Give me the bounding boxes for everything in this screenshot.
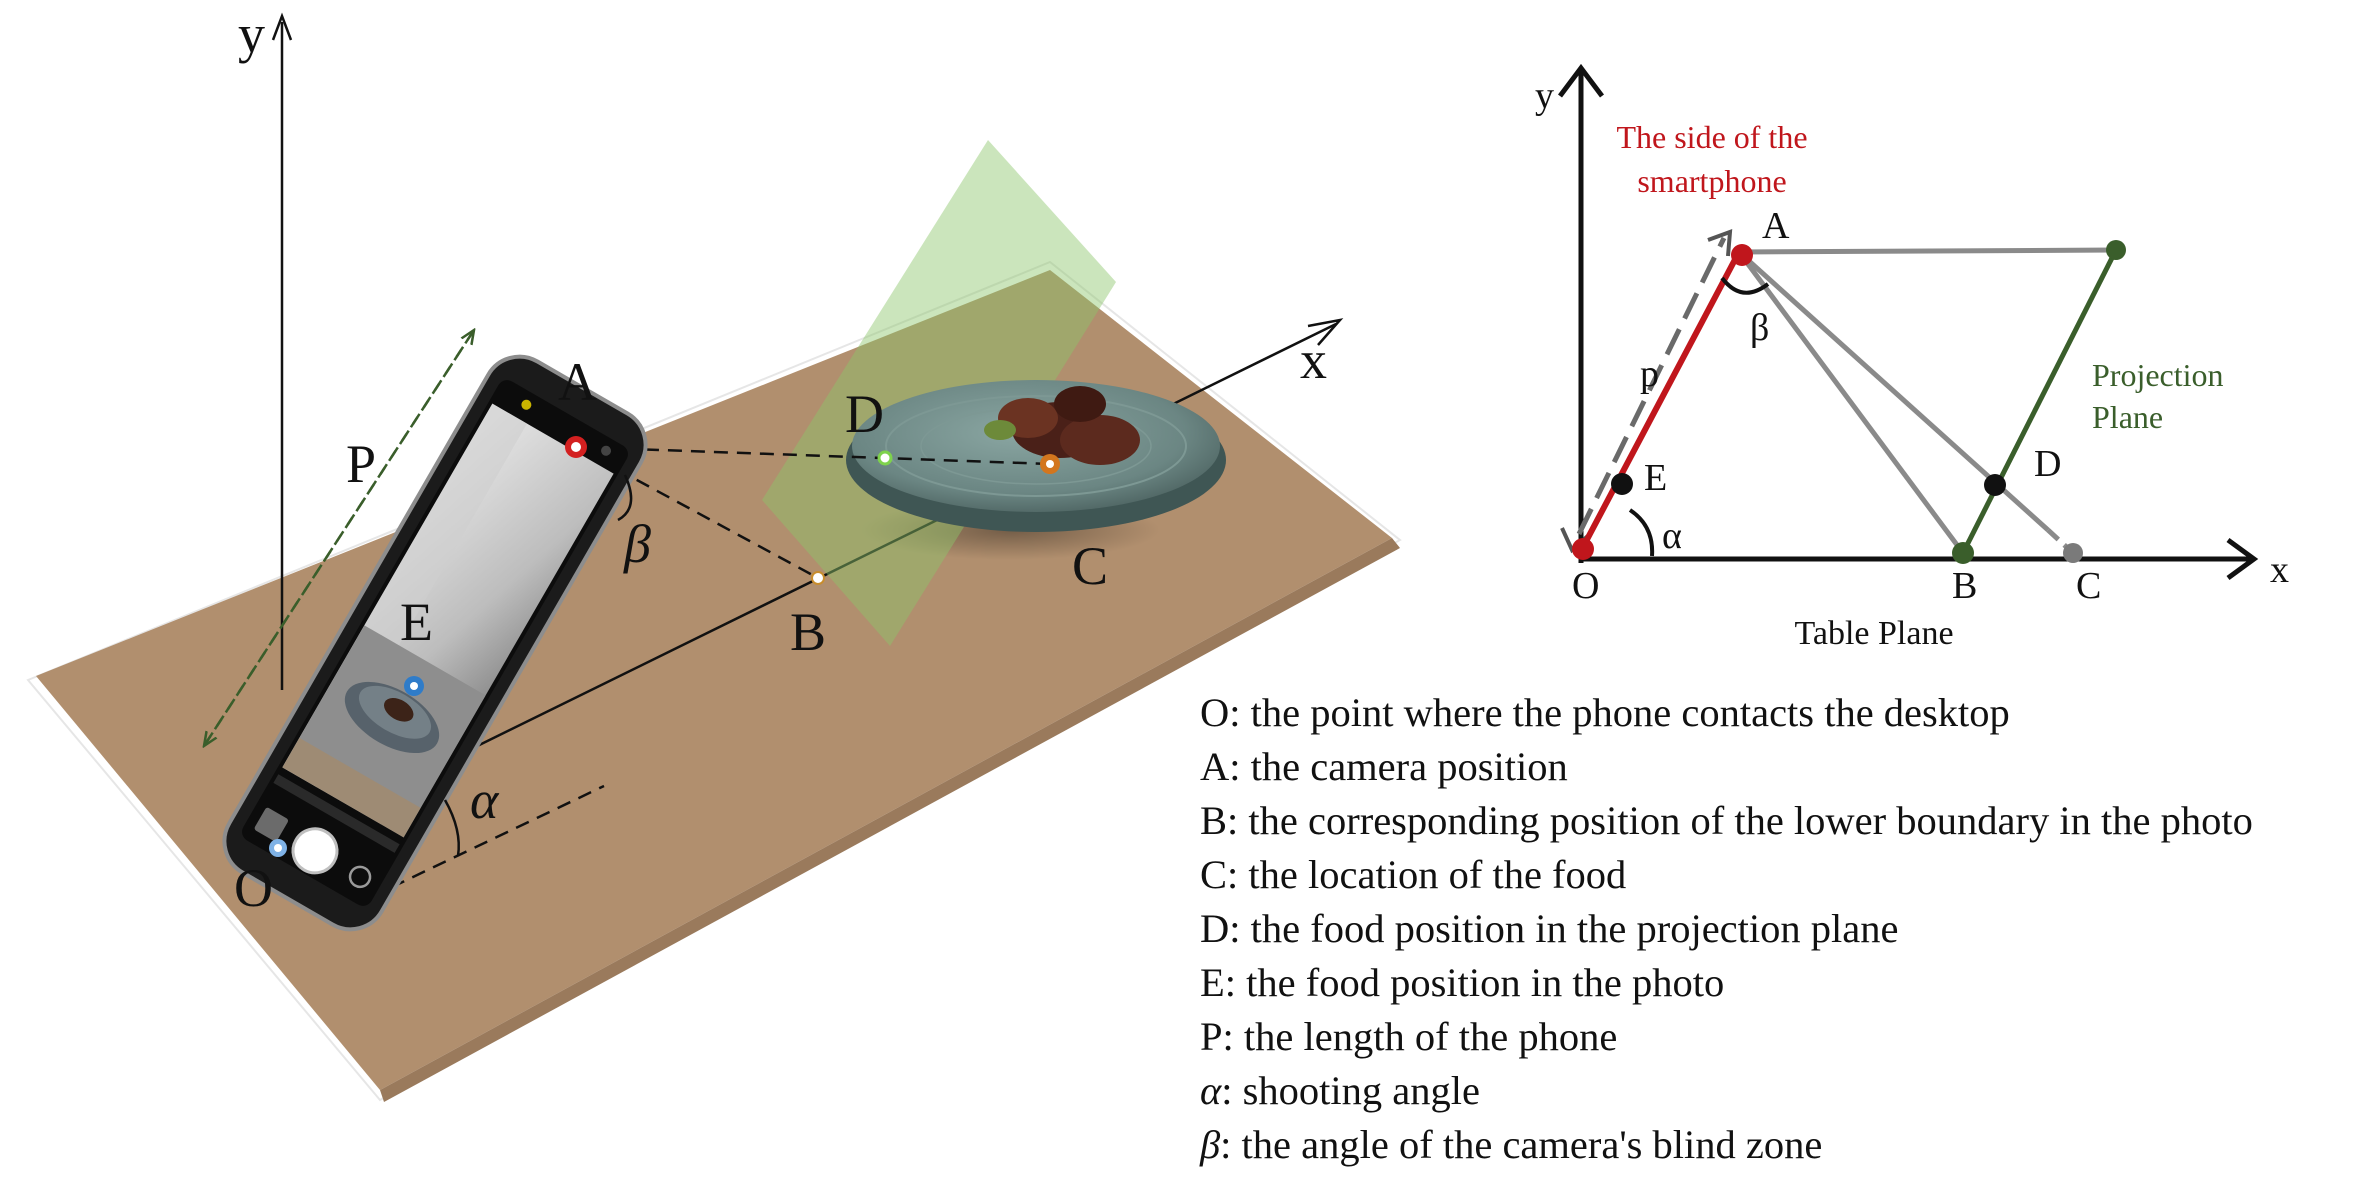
legend-item: B: the corresponding position of the low… (1200, 794, 2372, 848)
right-point-A (1731, 244, 1753, 266)
right-alpha-arc (1628, 508, 1655, 557)
right-point-D (1984, 474, 2006, 496)
shutter-button (291, 827, 339, 875)
legend-item: A: the camera position (1200, 740, 2372, 794)
left-label-D: D (845, 384, 884, 444)
right-label-beta: β (1750, 307, 1769, 349)
left-x-label: x (1300, 330, 1327, 390)
legend-key: B (1200, 798, 1228, 843)
legend-item: D: the food position in the projection p… (1200, 902, 2372, 956)
left-label-E: E (400, 592, 433, 652)
right-label-p: p (1640, 353, 1659, 395)
alpha-arc (443, 799, 460, 857)
projection-plane-label-line1: Projection (2092, 357, 2224, 393)
legend: O: the point where the phone contacts th… (1200, 686, 2372, 1172)
phone-screen (282, 403, 614, 838)
legend-item: E: the food position in the photo (1200, 956, 2372, 1010)
right-point-E (1611, 473, 1633, 495)
legend-text: : the food position in the photo (1224, 960, 1725, 1005)
right-x-label: x (2270, 549, 2289, 591)
p-arrow-head-top (1707, 229, 1733, 257)
right-label-A: A (1762, 205, 1790, 247)
beta-arc (617, 474, 633, 522)
left-label-A: A (558, 352, 597, 412)
right-plane-top-point (2106, 240, 2126, 260)
right-y-axis (1558, 63, 1604, 563)
legend-item: α: shooting angle (1200, 1064, 2372, 1118)
table-surface (26, 260, 1402, 1102)
legend-key: C (1200, 852, 1228, 897)
legend-text: : the camera position (1229, 744, 1568, 789)
right-label-E: E (1644, 457, 1667, 499)
legend-item: C: the location of the food (1200, 848, 2372, 902)
right-2d-figure: y x A B C D E O p α (1535, 63, 2289, 652)
left-label-P: P (346, 434, 376, 494)
right-gray-lines (1736, 247, 2117, 555)
legend-key: A (1200, 744, 1230, 789)
legend-key: D (1200, 906, 1230, 951)
right-beta-arc (1720, 276, 1770, 295)
point-B (811, 571, 825, 585)
left-label-C: C (1072, 536, 1108, 596)
legend-key: E (1200, 960, 1225, 1005)
phone-side-label-line1: The side of the (1616, 119, 1807, 155)
legend-text: : the location of the food (1227, 852, 1627, 897)
right-label-B: B (1952, 565, 1977, 607)
phone-side-label-line2: smartphone (1637, 163, 1786, 199)
legend-item: O: the point where the phone contacts th… (1200, 686, 2372, 740)
legend-text: : the point where the phone contacts the… (1229, 690, 2010, 735)
legend-item: P: the length of the phone (1200, 1010, 2372, 1064)
left-y-label: y (238, 4, 265, 64)
food (984, 386, 1140, 465)
right-label-O: O (1572, 565, 1599, 607)
left-label-B: B (790, 602, 826, 662)
legend-key: α (1200, 1068, 1222, 1113)
right-point-C (2063, 543, 2083, 563)
plate-with-food (846, 380, 1226, 532)
right-label-alpha: α (1662, 515, 1682, 557)
right-y-label: y (1535, 75, 1554, 117)
p-length-dashed (1576, 236, 1727, 536)
left-label-O: O (234, 858, 273, 918)
left-label-beta: β (623, 514, 651, 574)
legend-key: O (1200, 690, 1230, 735)
legend-item: β: the angle of the camera's blind zone (1200, 1118, 2372, 1172)
legend-key: P (1200, 1014, 1223, 1059)
projection-plane-line (1960, 248, 2119, 555)
right-point-O (1572, 538, 1594, 560)
left-points (269, 436, 1060, 857)
left-y-axis (271, 12, 293, 690)
legend-text: : the corresponding position of the lowe… (1227, 798, 2253, 843)
point-D (877, 450, 893, 466)
legend-text: : the angle of the camera's blind zone (1220, 1122, 1823, 1167)
right-x-axis (1581, 537, 2259, 581)
left-3d-figure: y x (26, 4, 1402, 1102)
legend-text: : shooting angle (1221, 1068, 1480, 1113)
projection-plane-label-line2: Plane (2092, 399, 2163, 435)
smartphone (222, 354, 648, 932)
legend-key: β (1200, 1122, 1221, 1167)
table-plane-label: Table Plane (1794, 615, 1953, 652)
legend-text: : the food position in the projection pl… (1229, 906, 1899, 951)
legend-text: : the length of the phone (1222, 1014, 1618, 1059)
right-label-D: D (2034, 443, 2061, 485)
left-label-alpha: α (470, 770, 500, 830)
phone-side-line (1579, 250, 1742, 551)
right-label-C: C (2076, 565, 2101, 607)
right-point-B (1952, 542, 1974, 564)
